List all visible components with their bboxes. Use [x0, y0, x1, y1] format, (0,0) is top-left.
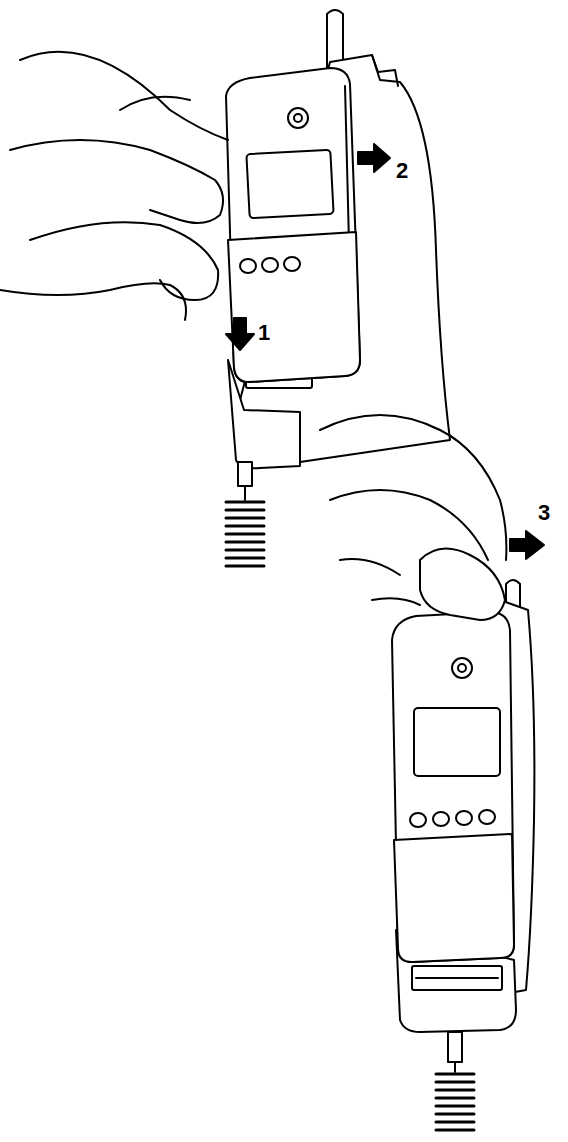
callout-number: 1 — [258, 322, 270, 344]
callout-number: 2 — [396, 160, 408, 182]
callout-number: 3 — [538, 502, 550, 524]
